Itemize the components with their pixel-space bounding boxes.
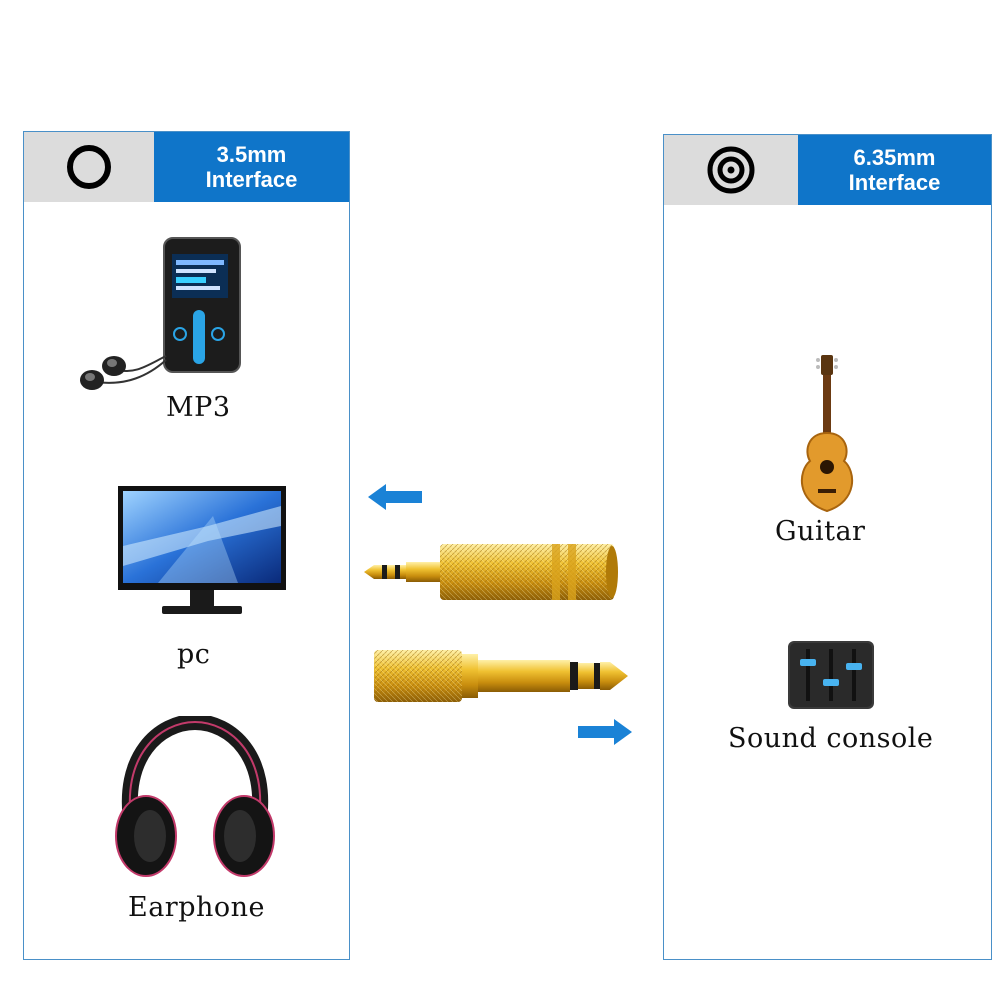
mixer-icon bbox=[788, 641, 874, 709]
device-label-earphone: Earphone bbox=[128, 892, 266, 923]
guitar-icon bbox=[800, 355, 854, 513]
right-header-icon-cell bbox=[664, 135, 798, 205]
device-label-pc: pc bbox=[177, 639, 211, 670]
ring-icon bbox=[67, 145, 111, 189]
arrow-right-icon bbox=[578, 719, 632, 745]
adapter-6.35mm-to-3.5mm-icon bbox=[374, 650, 628, 702]
mp3-player-icon bbox=[80, 237, 241, 390]
monitor-icon bbox=[118, 486, 286, 614]
right-panel-header: 6.35mm Interface bbox=[664, 135, 991, 205]
double-ring-icon bbox=[707, 146, 755, 194]
left-panel-header: 3.5mm Interface bbox=[24, 132, 349, 202]
adapter-3.5mm-to-6.35mm-icon bbox=[364, 544, 618, 600]
right-panel-6-35mm: 6.35mm Interface Guitar Sound console bbox=[663, 134, 992, 960]
left-header-icon-cell bbox=[24, 132, 154, 202]
headphones-icon bbox=[115, 716, 275, 877]
left-header-label: 3.5mm Interface bbox=[154, 132, 349, 202]
device-label-sound-console: Sound console bbox=[728, 723, 934, 754]
right-header-label: 6.35mm Interface bbox=[798, 135, 991, 205]
device-label-mp3: MP3 bbox=[166, 392, 231, 423]
device-label-guitar: Guitar bbox=[775, 516, 866, 547]
left-panel-3-5mm: 3.5mm Interface MP3 bbox=[23, 131, 350, 960]
arrow-left-icon bbox=[368, 484, 422, 510]
